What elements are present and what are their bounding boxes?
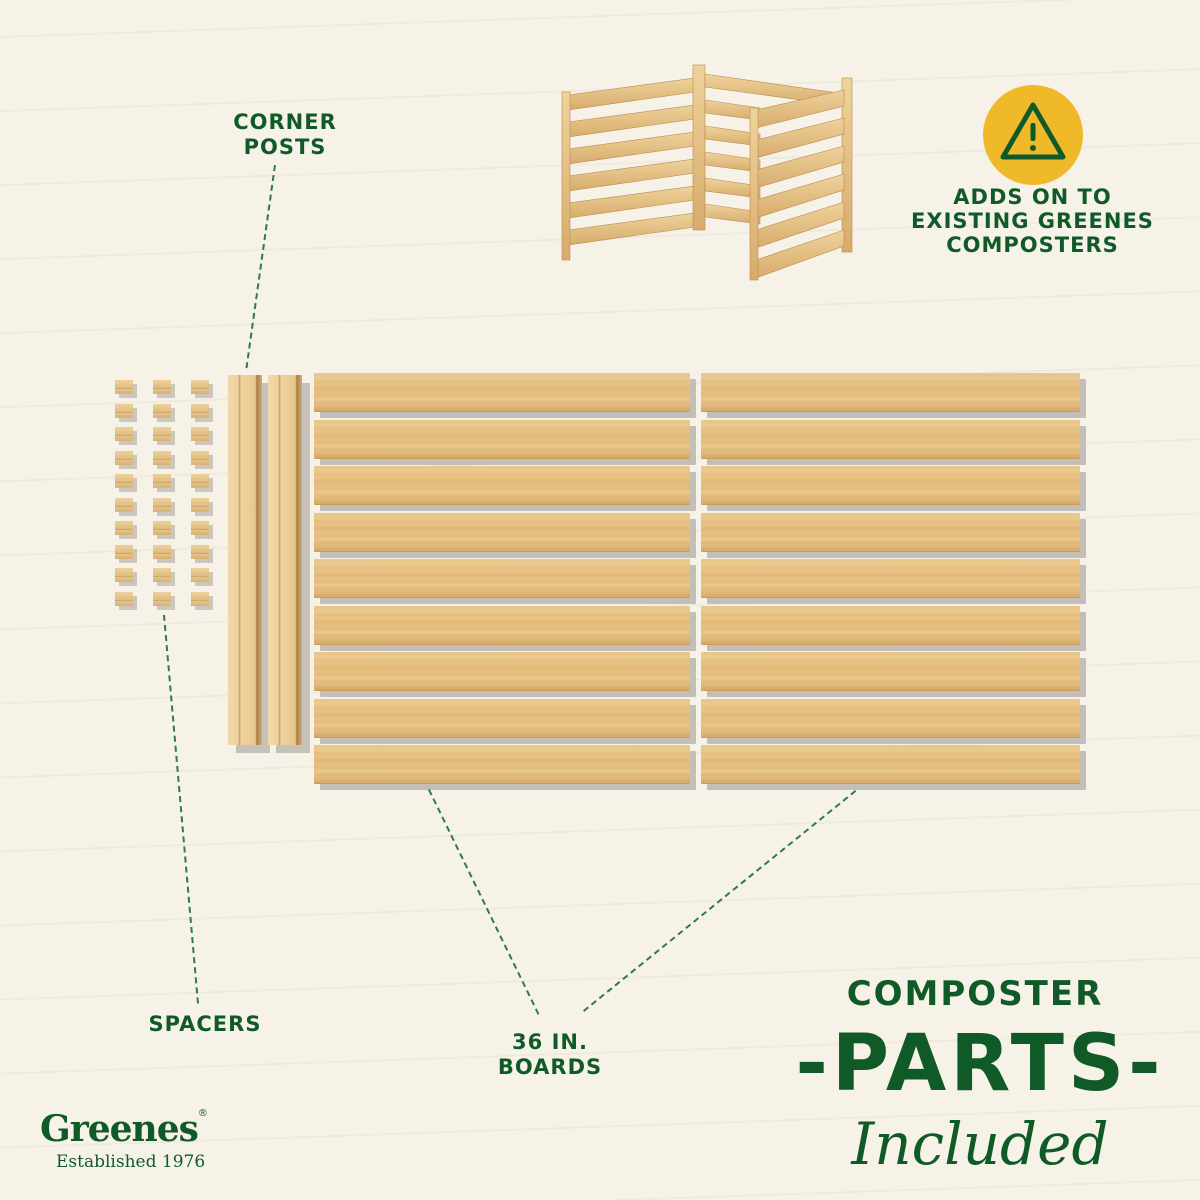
brand-name: Greenes bbox=[40, 1108, 199, 1150]
brand-logo: Greenes® Established 1976 bbox=[40, 1108, 208, 1172]
spacer-block bbox=[191, 474, 209, 488]
corner-posts-label: CORNER POSTS bbox=[210, 110, 360, 160]
spacer-block bbox=[191, 427, 209, 441]
notice-line-3: COMPOSTERS bbox=[946, 233, 1119, 257]
notice-text: ADDS ON TO EXISTING GREENES COMPOSTERS bbox=[900, 185, 1165, 257]
corner-post bbox=[268, 375, 302, 745]
spacer-block bbox=[191, 591, 209, 606]
spacer-block bbox=[153, 474, 171, 488]
boards-line-2: BOARDS bbox=[497, 1055, 603, 1079]
corner-posts-line-1: CORNER bbox=[233, 110, 337, 134]
boards-leader-line-right bbox=[582, 790, 857, 1012]
corner-posts-line-2: POSTS bbox=[243, 135, 327, 159]
spacer-block bbox=[115, 380, 133, 394]
spacer-block bbox=[115, 521, 133, 535]
boards-line-1: 36 IN. bbox=[512, 1030, 588, 1054]
notice-line-2: EXISTING GREENES bbox=[911, 209, 1154, 233]
board-36in bbox=[314, 512, 690, 552]
spacer-block bbox=[153, 403, 171, 418]
board-36in bbox=[314, 559, 690, 598]
corner-post bbox=[228, 375, 262, 745]
spacer-block bbox=[115, 474, 133, 488]
spacer-block bbox=[153, 427, 171, 441]
headline-top: COMPOSTER bbox=[846, 974, 1104, 1014]
warning-badge bbox=[983, 85, 1083, 185]
spacer-block bbox=[191, 380, 209, 394]
spacer-block bbox=[153, 544, 171, 559]
board-36in bbox=[701, 373, 1080, 412]
spacer-block bbox=[115, 497, 133, 512]
board-36in bbox=[701, 419, 1080, 459]
spacer-block bbox=[153, 568, 171, 582]
spacer-block bbox=[115, 403, 133, 418]
warning-triangle-icon bbox=[1000, 102, 1066, 160]
spacer-block bbox=[115, 544, 133, 559]
spacer-block bbox=[191, 497, 209, 512]
boards-leader-line-left bbox=[428, 789, 540, 1015]
brand-registered-mark: ® bbox=[197, 1108, 208, 1119]
spacer-block bbox=[153, 450, 171, 465]
notice-line-1: ADDS ON TO bbox=[953, 185, 1112, 209]
boards-label: 36 IN. BOARDS bbox=[480, 1030, 620, 1080]
board-36in bbox=[314, 652, 690, 691]
board-36in bbox=[701, 652, 1080, 691]
board-36in bbox=[701, 605, 1080, 645]
spacer-block bbox=[191, 568, 209, 582]
brand-tagline: Established 1976 bbox=[56, 1152, 206, 1172]
spacer-block bbox=[153, 497, 171, 512]
spacer-block bbox=[153, 521, 171, 535]
board-36in bbox=[701, 559, 1080, 598]
corner-posts-leader-line bbox=[245, 165, 276, 369]
spacer-block bbox=[191, 521, 209, 535]
board-36in bbox=[314, 605, 690, 645]
spacer-block bbox=[191, 403, 209, 418]
spacer-block bbox=[191, 450, 209, 465]
spacers-label: SPACERS bbox=[148, 1012, 262, 1036]
spacer-block bbox=[153, 591, 171, 606]
board-36in bbox=[701, 698, 1080, 738]
spacer-block bbox=[115, 427, 133, 441]
board-36in bbox=[314, 373, 690, 412]
board-36in bbox=[701, 745, 1080, 784]
board-36in bbox=[314, 419, 690, 459]
board-36in bbox=[701, 466, 1080, 505]
spacer-block bbox=[115, 568, 133, 582]
board-36in bbox=[314, 745, 690, 784]
board-36in bbox=[701, 512, 1080, 552]
headline-main: -PARTS- bbox=[795, 1019, 1165, 1109]
headline-script: Included bbox=[851, 1110, 1109, 1178]
board-36in bbox=[314, 698, 690, 738]
spacer-block bbox=[153, 380, 171, 394]
spacer-block bbox=[191, 544, 209, 559]
assembled-composter-illustration bbox=[561, 64, 853, 281]
board-36in bbox=[314, 466, 690, 505]
spacer-block bbox=[115, 591, 133, 606]
spacer-block bbox=[115, 450, 133, 465]
spacers-leader-line bbox=[163, 614, 199, 1004]
